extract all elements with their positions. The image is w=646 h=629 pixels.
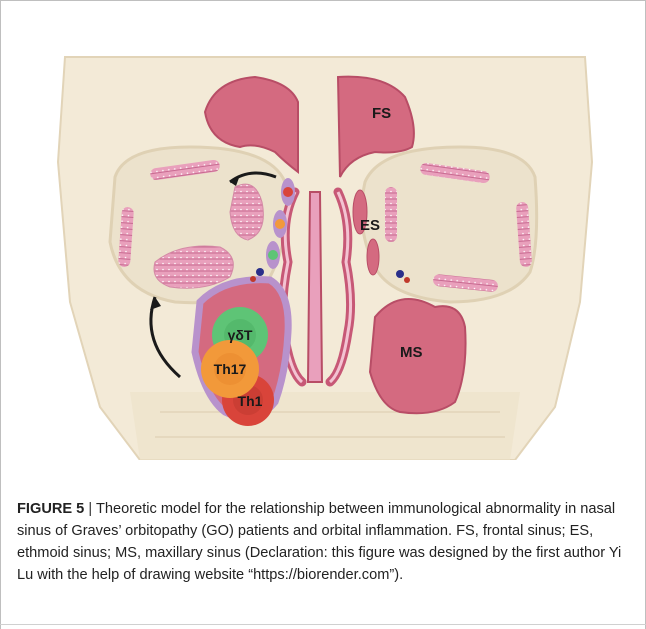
caption-text: Theoretic model for the relationship bet… [17,501,621,583]
th17-label: Th17 [214,361,247,377]
figure-label: FIGURE 5 [17,501,84,517]
gamma-delta-t-label: γδT [228,327,253,343]
caption-separator: | [88,501,92,517]
red-cell-1 [283,187,293,197]
figure-caption: FIGURE 5 | Theoretic model for the relat… [17,498,629,586]
th1-label: Th1 [238,393,263,409]
inflamed-muscle-upper [230,184,263,240]
green-cell-1 [268,250,278,260]
sinus-diagram: FS ES MS γδT Th17 Th1 [40,52,610,460]
es-label: ES [360,217,380,234]
ms-label: MS [400,344,423,361]
nasal-septum [308,192,322,382]
orange-cell-1 [275,219,285,229]
fs-label: FS [372,105,391,122]
bottom-rule [0,624,646,625]
